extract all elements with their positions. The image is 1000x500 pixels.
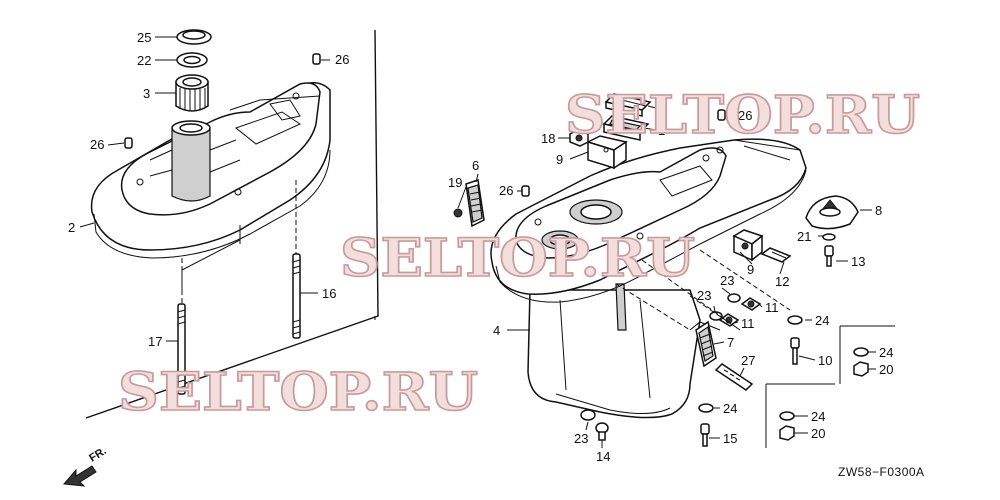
callout-4: 4: [493, 323, 500, 338]
callout-16: 16: [322, 286, 336, 301]
screw-part: [453, 208, 463, 218]
callout-5: 5: [658, 101, 665, 116]
washer-part: [727, 293, 741, 303]
callout-24: 24: [723, 401, 737, 416]
callout-24: 24: [879, 345, 893, 360]
front-direction-arrow: FR.: [62, 445, 109, 487]
stud-bolt-part: [177, 303, 186, 395]
callout-23: 23: [697, 288, 711, 303]
callout-12: 12: [775, 274, 789, 289]
anode-block-part: [732, 229, 764, 262]
gear-case-part: [527, 283, 721, 419]
dowel-pin-part: [717, 109, 726, 121]
needle-bearing-part: [175, 74, 209, 112]
callout-17: 17: [148, 334, 162, 349]
callout-11: 11: [741, 316, 755, 331]
water-inlet-cover-part: [805, 195, 859, 230]
screw-part: [595, 422, 609, 441]
watermark: SELTOP.RU: [118, 362, 478, 423]
washer-part: [853, 347, 869, 357]
callout-26: 26: [90, 137, 104, 152]
inset-frame: [839, 325, 895, 384]
bolt-part: [700, 423, 710, 447]
bolt-part: [740, 297, 762, 311]
callout-2: 2: [68, 220, 75, 235]
callout-19: 19: [448, 175, 462, 190]
bolt-part: [824, 245, 834, 267]
washer-part: [787, 315, 803, 325]
bolt-part: [790, 337, 800, 365]
washer-part: [822, 233, 836, 241]
washer-part: [709, 311, 723, 321]
callout-9: 9: [556, 152, 563, 167]
callout-9: 9: [747, 262, 754, 277]
callout-24: 24: [815, 313, 829, 328]
callout-3: 3: [143, 86, 150, 101]
washer-part: [580, 409, 596, 421]
snap-ring-part: [176, 29, 212, 45]
callout-20: 20: [811, 426, 825, 441]
washer-part: [779, 411, 795, 421]
watermark: SELTOP.RU: [340, 228, 695, 289]
washer-part: [176, 52, 208, 68]
callout-26: 26: [335, 52, 349, 67]
nut-part: [853, 361, 869, 377]
inset-frame: [765, 383, 835, 448]
callout-6: 6: [472, 158, 479, 173]
callout-10: 10: [818, 353, 832, 368]
callout-24: 24: [811, 409, 825, 424]
zinc-anode-part: [604, 93, 652, 117]
anode-part: [602, 115, 650, 141]
gear-case-housing-part: [490, 138, 807, 303]
bolt-part: [760, 247, 792, 263]
dowel-pin-part: [124, 137, 133, 149]
long-bolt-part: [714, 363, 754, 391]
nut-part: [779, 425, 795, 441]
callout-15: 15: [723, 431, 737, 446]
water-screen-part: [695, 320, 717, 368]
callout-26: 26: [738, 108, 752, 123]
diagram-code: ZW58−F0300A: [838, 465, 925, 479]
watermark: SELTOP.RU: [565, 85, 920, 146]
flange-nut-part: [569, 129, 589, 147]
callout-13: 13: [851, 254, 865, 269]
callout-11: 11: [765, 300, 779, 315]
callout-23: 23: [720, 273, 734, 288]
callout-7: 7: [727, 335, 734, 350]
anode-block-part: [585, 135, 628, 170]
front-direction-label: FR.: [87, 445, 108, 465]
callout-8: 8: [875, 203, 882, 218]
callout-14: 14: [596, 449, 610, 464]
callout-18: 18: [541, 131, 555, 146]
callout-22: 22: [137, 53, 151, 68]
extension-case-part: [90, 82, 331, 259]
callout-23: 23: [574, 431, 588, 446]
stud-bolt-part: [292, 253, 301, 339]
callout-1: 1: [658, 123, 665, 138]
water-screen-part: [465, 179, 485, 228]
washer-part: [698, 403, 714, 413]
callout-26: 26: [499, 183, 513, 198]
callout-25: 25: [137, 30, 151, 45]
callout-27: 27: [741, 353, 755, 368]
dowel-pin-part: [312, 53, 321, 65]
dowel-pin-part: [521, 185, 530, 197]
callout-21: 21: [797, 229, 811, 244]
callout-20: 20: [879, 362, 893, 377]
